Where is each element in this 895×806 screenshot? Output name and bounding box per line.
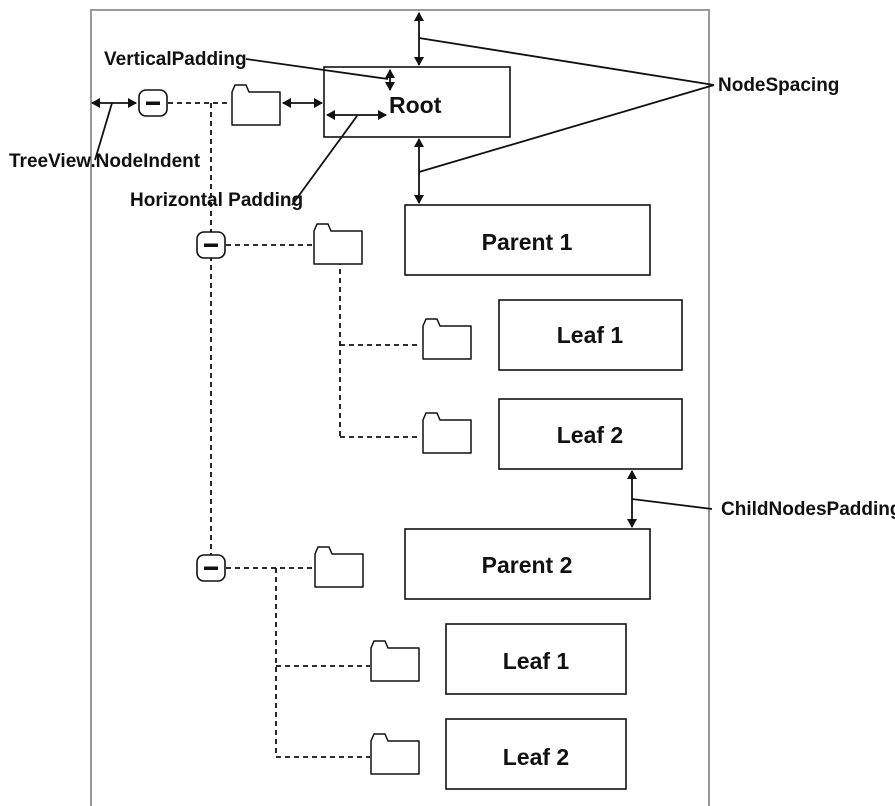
folder-icon bbox=[370, 640, 420, 682]
leader-lines bbox=[94, 37, 715, 510]
folder-icon bbox=[313, 223, 363, 265]
node-parent-1-leaf-1[interactable]: Leaf 1 bbox=[498, 299, 683, 371]
node-root[interactable]: Root bbox=[323, 66, 511, 138]
node-spacing-label: NodeSpacing bbox=[718, 75, 839, 96]
vertical-padding-label: VerticalPadding bbox=[104, 49, 247, 70]
node-parent-2-leaf-2-label: Leaf 2 bbox=[503, 744, 569, 770]
folder-icon bbox=[231, 84, 281, 126]
node-parent-2-label: Parent 2 bbox=[482, 552, 573, 578]
node-parent-2-leaf-1[interactable]: Leaf 1 bbox=[445, 623, 627, 695]
connector-lines bbox=[168, 102, 421, 758]
folder-icon bbox=[422, 318, 472, 360]
expander-parent-2[interactable] bbox=[196, 554, 226, 582]
node-parent-1[interactable]: Parent 1 bbox=[404, 204, 651, 276]
node-parent-1-label: Parent 1 bbox=[482, 229, 573, 255]
folder-icon bbox=[370, 733, 420, 775]
collapse-minus-icon[interactable] bbox=[196, 554, 226, 582]
folder-icon bbox=[422, 412, 472, 454]
node-parent-1-leaf-1-label: Leaf 1 bbox=[557, 322, 624, 348]
node-parent-2-leaf-2[interactable]: Leaf 2 bbox=[445, 718, 627, 790]
node-parent-2-leaf-1-label: Leaf 1 bbox=[503, 648, 570, 674]
child-nodes-padding-label: ChildNodesPadding bbox=[721, 499, 895, 520]
expander-root[interactable] bbox=[138, 89, 168, 117]
folder-icon bbox=[314, 546, 364, 588]
collapse-minus-icon[interactable] bbox=[138, 89, 168, 117]
node-root-label: Root bbox=[389, 92, 442, 118]
node-indent-label: TreeView.NodeIndent bbox=[9, 151, 201, 172]
expander-parent-1[interactable] bbox=[196, 231, 226, 259]
collapse-minus-icon[interactable] bbox=[196, 231, 226, 259]
treeview-border bbox=[90, 9, 710, 806]
measurement-arrows bbox=[91, 11, 637, 528]
node-parent-2[interactable]: Parent 2 bbox=[404, 528, 651, 600]
node-parent-1-leaf-2[interactable]: Leaf 2 bbox=[498, 398, 683, 470]
node-parent-1-leaf-2-label: Leaf 2 bbox=[557, 422, 623, 448]
horizontal-padding-label: Horizontal Padding bbox=[130, 190, 303, 211]
